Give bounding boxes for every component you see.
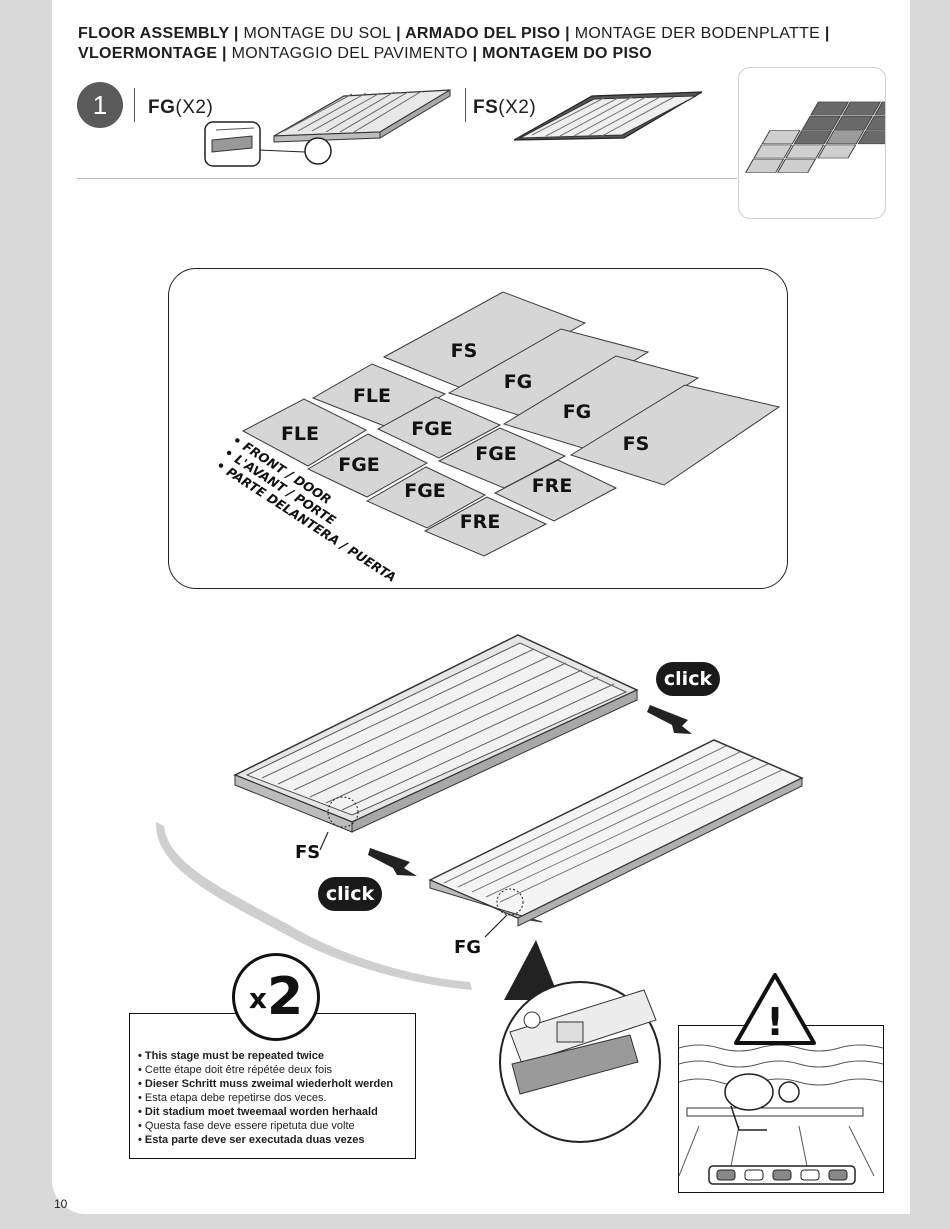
step-rule [77, 178, 737, 179]
layout-thumbnail-drawing [744, 101, 910, 173]
header-segment: FLOOR ASSEMBLY [78, 25, 230, 42]
multiplier-number: 2 [266, 967, 304, 1027]
floor-plan-diagram: FS FG FG FS FLE FGE FGE FRE FLE FGE FGE … [241, 291, 781, 557]
tile-label: FLE [281, 423, 319, 445]
warning-symbol: ! [766, 1000, 783, 1044]
tile-fge-3 [306, 433, 429, 498]
tile-label: FRE [460, 511, 501, 533]
step-divider [134, 88, 135, 122]
tile-label: FG [504, 371, 533, 393]
tile-label: FGE [475, 443, 517, 465]
header-segment: MONTAGEM DO PISO [482, 45, 652, 62]
header-segment: | [391, 25, 406, 42]
assembly-illustration [155, 634, 804, 1143]
repeat-note-item: This stage must be repeated twice [138, 1049, 393, 1063]
header-line-2: VLOERMONTAGE | MONTAGGIO DEL PAVIMENTO |… [78, 44, 878, 64]
header-segment: MONTAGE DU SOL [243, 25, 392, 42]
tile-label: FGE [404, 480, 446, 502]
header-segment: | [560, 25, 575, 42]
warning-triangle-icon: ! [734, 973, 816, 1045]
tile-fg-2 [502, 355, 700, 450]
tile-fre-2 [423, 496, 548, 557]
fs-panel-large [233, 634, 639, 833]
header-segment: | [229, 25, 244, 42]
click-bubble-2: click [318, 877, 382, 911]
header-line-1: FLOOR ASSEMBLY | MONTAGE DU SOL | ARMADO… [78, 24, 878, 44]
tile-label: FS [623, 433, 650, 455]
part-label-fg: FG(X2) [148, 97, 214, 118]
header-segment: VLOERMONTAGE [78, 45, 218, 62]
fg-callout-label: FG [454, 937, 482, 958]
repeat-note-item: Esta etapa debe repetirse dos veces. [138, 1091, 393, 1105]
repeat-note-item: Cette étape doit être répétée deux fois [138, 1063, 393, 1077]
push-arrow-2 [368, 848, 417, 876]
fg-panel-drawing [204, 89, 451, 167]
repeat-note-item: Dit stadium moet tweemaal worden herhaal… [138, 1105, 393, 1119]
repeat-note-item: Esta parte deve ser executada duas vezes [138, 1133, 393, 1147]
step-divider-2 [465, 88, 466, 122]
tile-fg-1 [447, 328, 650, 422]
layout-thumbnail [738, 67, 910, 219]
header-segment: MONTAGE DER BODENPLATTE [574, 25, 821, 42]
tile-fle-2 [241, 398, 368, 467]
repeat-note-item: Dieser Schritt muss zweimal wiederholt w… [138, 1077, 393, 1091]
fs-panel-drawing [513, 91, 703, 141]
section-header: FLOOR ASSEMBLY | MONTAGE DU SOL | ARMADO… [78, 24, 878, 64]
step-number-badge: 1 [77, 82, 123, 128]
header-segment: | [217, 45, 232, 62]
part-label-fs: FS(X2) [473, 97, 537, 118]
tile-fs-2 [569, 384, 781, 486]
kneeling-worker-drawing [679, 1044, 883, 1185]
tile-fge-4 [365, 466, 487, 529]
push-arrow-1 [647, 705, 692, 734]
header-segment: ARMADO DEL PISO [405, 25, 561, 42]
tile-label: FLE [353, 385, 391, 407]
header-segment: MONTAGGIO DEL PAVIMENTO [231, 45, 468, 62]
header-segment: | [820, 25, 830, 42]
tile-label: FGE [411, 418, 453, 440]
tile-fre-1 [493, 459, 618, 522]
page-number: 10 [54, 1197, 68, 1211]
repeat-note-item: Questa fase deve essere ripetuta due vol… [138, 1119, 393, 1133]
manual-page: FLOOR ASSEMBLY | MONTAGE DU SOL | ARMADO… [52, 0, 910, 1214]
multiplier-x: x [248, 982, 267, 1015]
tile-label: FS [451, 340, 478, 362]
click-bubble-1: click [656, 662, 720, 696]
tile-fs-1 [382, 291, 587, 391]
tile-fge-2 [437, 427, 567, 489]
repeat-note-list: This stage must be repeated twiceCette é… [138, 1049, 393, 1147]
header-segment: | [467, 45, 483, 62]
fs-callout-label: FS [295, 842, 321, 863]
tile-label: FRE [532, 475, 573, 497]
caution-illustration [678, 1025, 884, 1193]
part-illustrations [204, 89, 703, 167]
tile-fge-1 [376, 396, 502, 459]
fg-panel-large [428, 739, 804, 927]
tile-label: FG [563, 401, 592, 423]
repeat-x2-badge: x2 [232, 953, 320, 1041]
tile-label: FGE [338, 454, 380, 476]
detail-zoom-drawing [509, 989, 657, 1095]
